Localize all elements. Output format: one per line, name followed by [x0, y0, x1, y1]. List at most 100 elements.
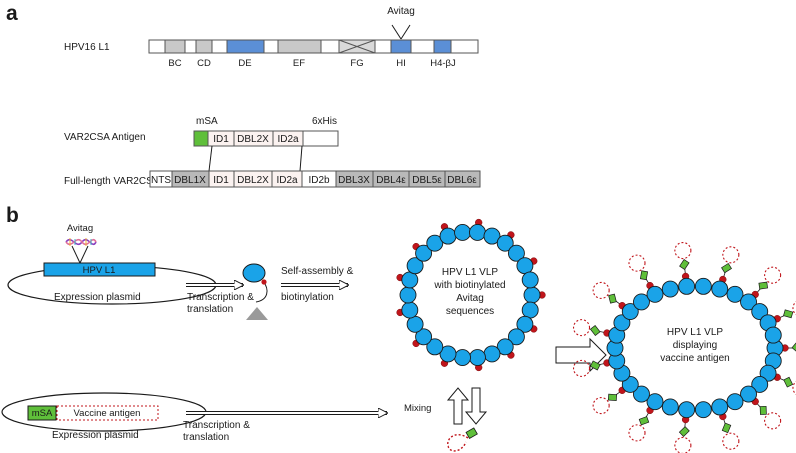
msa-tag	[678, 426, 690, 437]
loop-cd-box	[195, 39, 213, 54]
full-dbl5e-text: DBL5ε	[412, 175, 442, 186]
l1-capsomer	[415, 244, 433, 262]
antigen-id2a-text: ID2a	[277, 134, 299, 145]
msa-tag	[791, 342, 796, 354]
mixing-arrow-up	[446, 387, 470, 425]
vaccine-antigen-gene-text: Vaccine antigen	[74, 408, 141, 419]
self-assembly-text: Self-assembly &	[281, 266, 354, 277]
l1-capsomer	[469, 224, 486, 241]
full-dbl2x-text: DBL2X	[237, 175, 269, 186]
msa-tag	[783, 309, 794, 319]
l1-capsomer	[426, 234, 444, 252]
transcription-2-text: Transcription &	[183, 420, 250, 431]
l1-capsomer	[678, 277, 696, 295]
vlp1-line-1: HPV L1 VLP	[442, 267, 498, 278]
hpv-l1-gene-text: HPV L1	[83, 265, 116, 276]
l1-capsomer	[711, 280, 729, 298]
vlp1-line-4: sequences	[446, 306, 494, 317]
vlp1-line-2: with biotinylated	[433, 280, 505, 291]
full-id2b-text: ID2b	[308, 175, 330, 186]
antigen-display-vlp	[572, 241, 796, 453]
l1-capsomer	[469, 349, 486, 366]
his-tag-label: 6xHis	[312, 116, 337, 127]
msa-gene-box	[27, 405, 57, 421]
msa-tag	[758, 281, 769, 290]
expression-plasmid-1-label: Expression plasmid	[54, 292, 141, 303]
msa-tag	[607, 393, 618, 402]
msa-gene-text: mSA	[32, 408, 53, 419]
l1-capsomer	[406, 257, 424, 275]
l1-capsomer	[401, 301, 419, 319]
l1-capsomer	[439, 227, 457, 245]
loop-fg-box	[338, 39, 376, 54]
l1-capsomer	[751, 375, 769, 393]
antigen-dbl2x-text: DBL2X	[237, 134, 269, 145]
full-dbl4e-text: DBL4ε	[376, 175, 406, 186]
his-tag-box	[302, 130, 339, 147]
full-nts-text: NTS	[151, 175, 171, 186]
l1-capsomer	[415, 328, 433, 346]
msa-tag	[608, 293, 617, 304]
avitag-top-label: Avitag	[387, 6, 415, 17]
avitag-marker-right	[400, 24, 411, 40]
l1-capsomer	[764, 326, 782, 344]
loop-label-cd: CD	[197, 58, 211, 69]
vaccine-antigen-loop	[792, 380, 796, 395]
vaccine-antigen-loop	[628, 254, 646, 272]
l1-capsomer	[694, 277, 712, 295]
vlp2-line-1: HPV L1 VLP	[667, 327, 723, 338]
vaccine-antigen-loop	[592, 397, 610, 415]
msa-tag	[638, 416, 650, 426]
panel-a-letter: a	[6, 2, 18, 25]
vaccine-antigen-loop	[792, 301, 796, 316]
l1-capsomer	[726, 393, 744, 411]
alignment-line-left	[208, 145, 213, 172]
full-dbl6e-text: DBL6ε	[447, 175, 477, 186]
l1-capsomer	[523, 286, 541, 304]
dna-helix-icon	[65, 238, 97, 246]
loop-label-bc: BC	[168, 58, 181, 69]
vaccine-antigen-loop	[572, 319, 591, 337]
transcription-1-text: Transcription &	[187, 292, 254, 303]
l1-capsomer	[401, 271, 419, 289]
vlp2-line-2: displaying	[673, 340, 717, 351]
mixing-arrow-down	[464, 387, 488, 425]
vaccine-antigen-loop	[764, 266, 782, 284]
l1-capsomer	[694, 401, 712, 419]
l1-capsomer	[633, 385, 650, 403]
vaccine-antigen-loop	[674, 241, 692, 260]
l1-capsomer	[740, 385, 757, 403]
mixing-label: Mixing	[404, 403, 431, 414]
l1-capsomer	[726, 285, 744, 303]
l1-capsomer	[483, 227, 501, 245]
l1-capsomer	[661, 280, 679, 298]
vaccine-antigen-loop	[592, 281, 610, 299]
vaccine-antigen-loop	[628, 424, 646, 442]
avitag-insert-line-right	[79, 245, 89, 264]
msa-tag	[589, 325, 601, 337]
l1-capsomer	[521, 271, 539, 289]
l1-capsomer	[406, 315, 424, 333]
loop-label-hi: HI	[396, 58, 406, 69]
msa-tag	[639, 270, 649, 281]
l1-capsomer	[711, 398, 729, 416]
l1-capsomer	[633, 293, 650, 311]
msa-tag	[679, 258, 690, 270]
bira-enzyme-triangle	[246, 307, 268, 320]
vaccine-antigen-loop	[764, 412, 782, 430]
loop-bc-box	[164, 39, 186, 54]
l1-capsomer	[507, 328, 525, 346]
expression-plasmid-2-label: Expression plasmid	[52, 430, 139, 441]
var2csa-antigen-label: VAR2CSA Antigen	[64, 132, 146, 143]
vlp1-line-3: Avitag	[456, 293, 484, 304]
avitag-b-label: Avitag	[67, 223, 93, 234]
msa-tag	[721, 422, 732, 434]
loop-hi-box	[390, 39, 412, 54]
vaccine-antigen-loop	[572, 359, 591, 377]
msa-tag	[759, 405, 767, 415]
alignment-line-right	[299, 145, 303, 172]
antigen-id1-text: ID1	[213, 134, 229, 145]
l1-capsomer	[496, 338, 514, 356]
msa-box	[193, 130, 209, 147]
msa-tag	[721, 262, 732, 274]
